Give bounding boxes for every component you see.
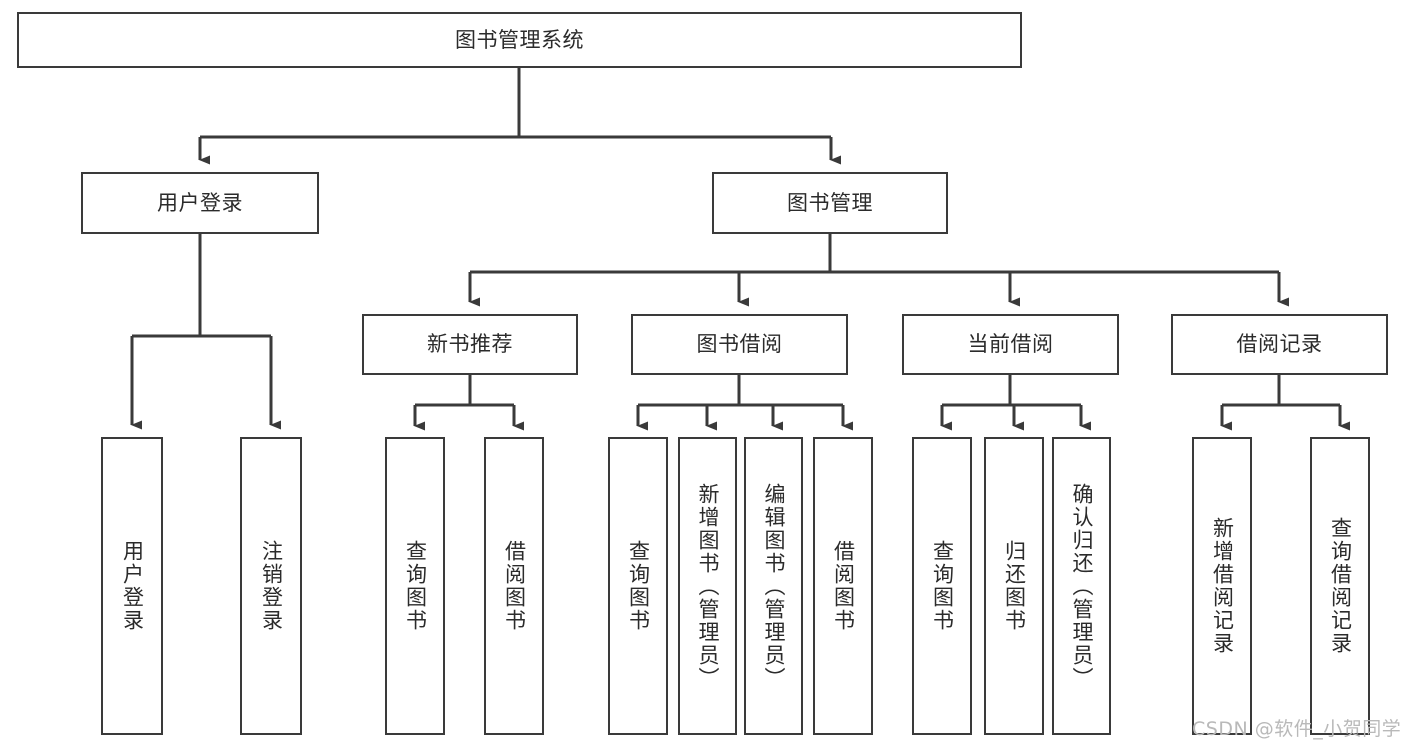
node-leaf-add-book[interactable]: 新增图书（管理员） xyxy=(678,437,737,735)
node-leaf-add-record[interactable]: 新增借阅记录 xyxy=(1192,437,1252,735)
node-root[interactable]: 图书管理系统 xyxy=(17,12,1022,68)
node-leaf-query-book-3[interactable]: 查询图书 xyxy=(912,437,972,735)
node-current-borrow[interactable]: 当前借阅 xyxy=(902,314,1119,375)
node-leaf-borrow-book-1-label: 借阅图书 xyxy=(502,540,527,632)
node-leaf-query-book-2[interactable]: 查询图书 xyxy=(608,437,668,735)
node-leaf-user-logout-label: 注销登录 xyxy=(259,540,284,632)
node-book-borrow-label: 图书借阅 xyxy=(696,332,783,357)
node-borrow-record-label: 借阅记录 xyxy=(1236,332,1323,357)
node-leaf-return-book[interactable]: 归还图书 xyxy=(984,437,1044,735)
node-leaf-query-book-1[interactable]: 查询图书 xyxy=(385,437,445,735)
node-leaf-add-book-label: 新增图书（管理员） xyxy=(696,482,720,690)
node-book-manage[interactable]: 图书管理 xyxy=(712,172,948,234)
node-user-login-label: 用户登录 xyxy=(157,190,243,215)
node-leaf-user-logout[interactable]: 注销登录 xyxy=(240,437,302,735)
node-leaf-query-book-1-label: 查询图书 xyxy=(403,540,428,632)
node-leaf-edit-book-label: 编辑图书（管理员） xyxy=(762,482,786,690)
node-leaf-user-login-label: 用户登录 xyxy=(120,540,145,632)
node-leaf-query-record-label: 查询借阅记录 xyxy=(1328,517,1353,655)
node-current-borrow-label: 当前借阅 xyxy=(967,332,1054,357)
node-book-manage-label: 图书管理 xyxy=(787,190,873,215)
node-book-borrow[interactable]: 图书借阅 xyxy=(631,314,848,375)
node-leaf-edit-book[interactable]: 编辑图书（管理员） xyxy=(744,437,803,735)
node-leaf-query-book-3-label: 查询图书 xyxy=(930,540,955,632)
node-leaf-confirm-return[interactable]: 确认归还（管理员） xyxy=(1052,437,1111,735)
node-leaf-confirm-return-label: 确认归还（管理员） xyxy=(1070,482,1094,690)
node-user-login[interactable]: 用户登录 xyxy=(81,172,319,234)
node-leaf-borrow-book-2[interactable]: 借阅图书 xyxy=(813,437,873,735)
node-new-book-recommend-label: 新书推荐 xyxy=(427,332,513,357)
node-leaf-borrow-book-2-label: 借阅图书 xyxy=(831,540,856,632)
node-new-book-recommend[interactable]: 新书推荐 xyxy=(362,314,578,375)
node-borrow-record[interactable]: 借阅记录 xyxy=(1171,314,1388,375)
node-leaf-query-record[interactable]: 查询借阅记录 xyxy=(1310,437,1370,735)
node-root-label: 图书管理系统 xyxy=(455,27,584,52)
node-leaf-query-book-2-label: 查询图书 xyxy=(626,540,651,632)
node-leaf-add-record-label: 新增借阅记录 xyxy=(1210,517,1235,655)
node-leaf-return-book-label: 归还图书 xyxy=(1002,540,1027,632)
node-leaf-user-login[interactable]: 用户登录 xyxy=(101,437,163,735)
node-leaf-borrow-book-1[interactable]: 借阅图书 xyxy=(484,437,544,735)
